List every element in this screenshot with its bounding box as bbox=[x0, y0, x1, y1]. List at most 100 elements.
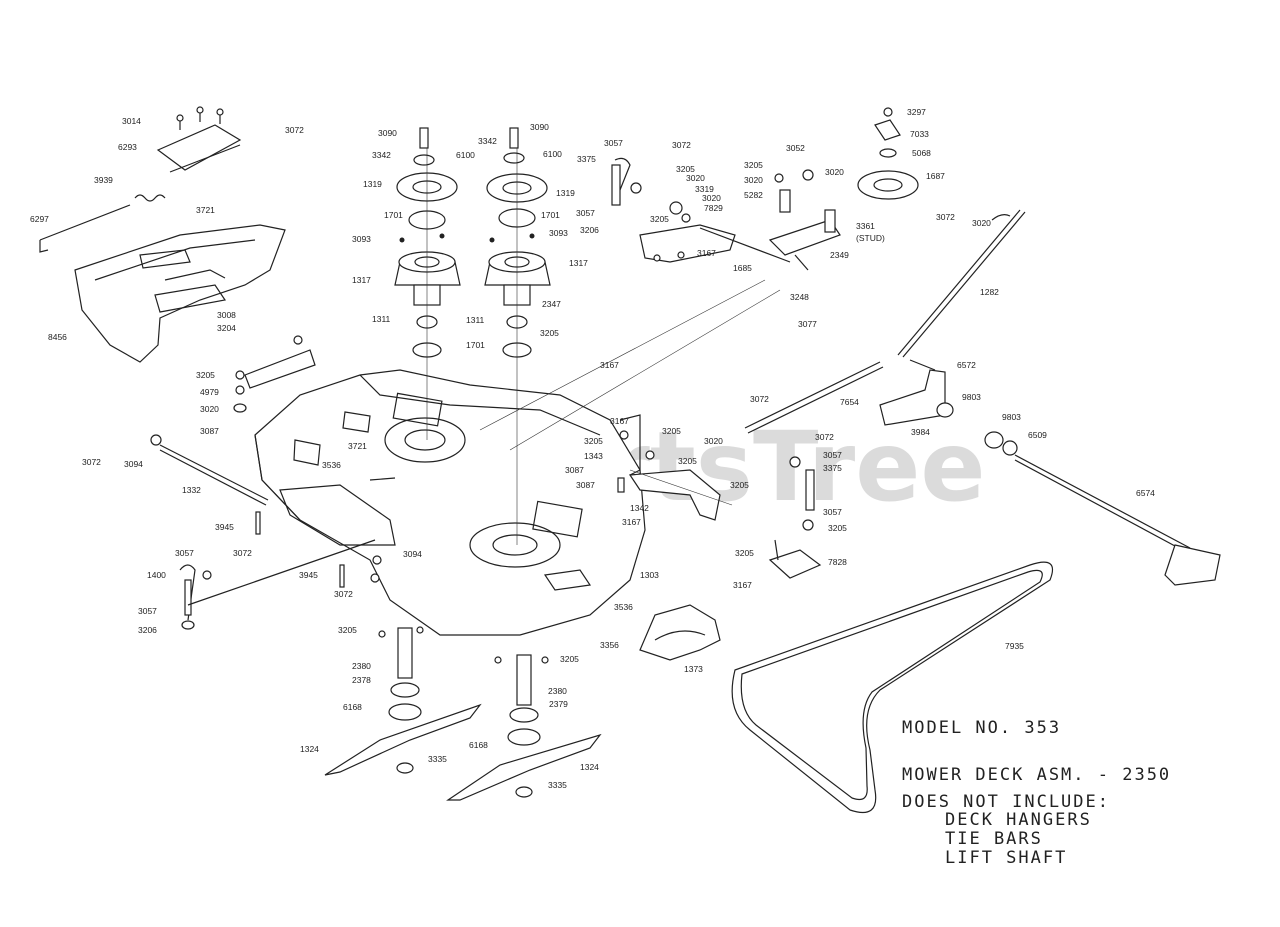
lift-bracket bbox=[879, 359, 1018, 456]
part-number-label: 3072 bbox=[750, 394, 769, 404]
part-number-label: 3072 bbox=[233, 548, 252, 558]
part-number-label: 3090 bbox=[530, 122, 549, 132]
part-number-label: 3205 bbox=[540, 328, 559, 338]
part-number-label: 3205 bbox=[730, 480, 749, 490]
part-number-label: 3072 bbox=[82, 457, 101, 467]
blade-assembly-right bbox=[446, 654, 602, 801]
part-number-label: 4979 bbox=[200, 387, 219, 397]
mower-deck-shell bbox=[254, 369, 646, 636]
part-number-label: 1701 bbox=[384, 210, 403, 220]
part-number-label: 2379 bbox=[549, 699, 568, 709]
part-number-label: 6572 bbox=[957, 360, 976, 370]
part-number-label: 8456 bbox=[48, 332, 67, 342]
part-number-label: 1400 bbox=[147, 570, 166, 580]
part-number-label: 3204 bbox=[217, 323, 236, 333]
part-number-label: 3077 bbox=[798, 319, 817, 329]
part-number-label: 1343 bbox=[584, 451, 603, 461]
part-number-label: 3093 bbox=[549, 228, 568, 238]
part-number-label: 3057 bbox=[175, 548, 194, 558]
part-number-label: 2380 bbox=[548, 686, 567, 696]
part-number-label: 1373 bbox=[684, 664, 703, 674]
part-number-label: 3248 bbox=[790, 292, 809, 302]
part-number-label: 7829 bbox=[704, 203, 723, 213]
part-number-label: 1319 bbox=[556, 188, 575, 198]
part-number-label: 3945 bbox=[215, 522, 234, 532]
part-number-label: 6297 bbox=[30, 214, 49, 224]
idler-bracket bbox=[611, 157, 791, 263]
part-number-label: 3072 bbox=[815, 432, 834, 442]
part-number-label: 2347 bbox=[542, 299, 561, 309]
part-number-label: 1685 bbox=[733, 263, 752, 273]
part-number-label: 3984 bbox=[911, 427, 930, 437]
idler-arm bbox=[768, 169, 841, 271]
part-number-label: 3020 bbox=[704, 436, 723, 446]
part-number-label: 3205 bbox=[662, 426, 681, 436]
part-number-label: 3167 bbox=[622, 517, 641, 527]
part-number-label: 3093 bbox=[352, 234, 371, 244]
part-number-label: 3205 bbox=[560, 654, 579, 664]
part-number-label: 6293 bbox=[118, 142, 137, 152]
part-number-label: 6100 bbox=[543, 149, 562, 159]
part-number-label: 3167 bbox=[610, 416, 629, 426]
part-number-label: 1317 bbox=[569, 258, 588, 268]
part-number-label: 3342 bbox=[372, 150, 391, 160]
part-number-label: 3057 bbox=[576, 208, 595, 218]
part-number-label: 3008 bbox=[217, 310, 236, 320]
part-number-label: 3206 bbox=[580, 225, 599, 235]
part-number-label: 2380 bbox=[352, 661, 371, 671]
part-number-label: 3536 bbox=[614, 602, 633, 612]
part-number-label: 1687 bbox=[926, 171, 945, 181]
pulley-stack-right bbox=[484, 127, 551, 545]
part-number-label: 3072 bbox=[285, 125, 304, 135]
part-number-label: 3205 bbox=[735, 548, 754, 558]
excluded-item: TIE BARS bbox=[945, 829, 1043, 849]
part-number-label: 3205 bbox=[338, 625, 357, 635]
part-number-label: 3057 bbox=[604, 138, 623, 148]
part-number-label: 3375 bbox=[823, 463, 842, 473]
part-number-label: 3167 bbox=[600, 360, 619, 370]
shield-bracket bbox=[156, 106, 242, 173]
part-number-label: 3057 bbox=[823, 450, 842, 460]
part-number-label: 1342 bbox=[630, 503, 649, 513]
part-number-label: 1324 bbox=[580, 762, 599, 772]
part-number-label: 6100 bbox=[456, 150, 475, 160]
part-number-label: 3087 bbox=[565, 465, 584, 475]
rod-bracket bbox=[768, 456, 822, 579]
belt-cover bbox=[639, 604, 721, 661]
part-number-label: 3020 bbox=[825, 167, 844, 177]
part-number-label: 2378 bbox=[352, 675, 371, 685]
part-number-label: 3206 bbox=[138, 625, 157, 635]
part-number-label: 7935 bbox=[1005, 641, 1024, 651]
part-number-label: 1311 bbox=[466, 315, 485, 325]
part-number-label: 3090 bbox=[378, 128, 397, 138]
part-number-label: 3205 bbox=[744, 160, 763, 170]
part-number-label: 3072 bbox=[936, 212, 955, 222]
part-number-label: 3375 bbox=[577, 154, 596, 164]
part-number-label: 1311 bbox=[372, 314, 391, 324]
part-number-label: 3020 bbox=[972, 218, 991, 228]
part-number-label: 6574 bbox=[1136, 488, 1155, 498]
part-number-label: 3335 bbox=[428, 754, 447, 764]
part-number-label: 3356 bbox=[600, 640, 619, 650]
part-number-label: 7828 bbox=[828, 557, 847, 567]
part-number-label: 3087 bbox=[200, 426, 219, 436]
part-number-label: 3939 bbox=[94, 175, 113, 185]
part-number-label: 6509 bbox=[1028, 430, 1047, 440]
part-number-label: 7033 bbox=[910, 129, 929, 139]
part-number-label: 1303 bbox=[640, 570, 659, 580]
part-number-label: 1701 bbox=[466, 340, 485, 350]
part-number-label: 3057 bbox=[823, 507, 842, 517]
idler-pulley bbox=[857, 107, 919, 200]
part-number-label: 9803 bbox=[1002, 412, 1021, 422]
part-number-label: 3721 bbox=[348, 441, 367, 451]
exclusion-heading: DOES NOT INCLUDE: bbox=[902, 792, 1110, 812]
part-number-label: 3167 bbox=[733, 580, 752, 590]
part-number-label: 3319 bbox=[695, 184, 714, 194]
part-number-label: 3057 bbox=[138, 606, 157, 616]
part-number-label: 3335 bbox=[548, 780, 567, 790]
part-number-label: 3297 bbox=[907, 107, 926, 117]
lift-rod-right bbox=[897, 209, 1026, 358]
part-number-label: 6168 bbox=[343, 702, 362, 712]
assembly-name: MOWER DECK ASM. - 2350 bbox=[902, 765, 1172, 785]
part-number-label: 3020 bbox=[744, 175, 763, 185]
